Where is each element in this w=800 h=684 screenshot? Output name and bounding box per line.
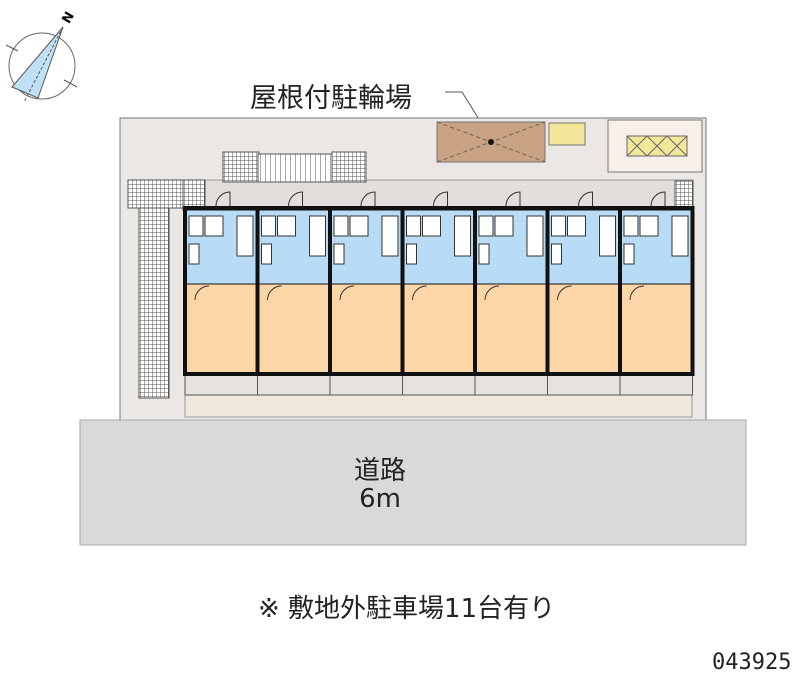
door-swing (339, 285, 355, 301)
toilet (599, 215, 616, 257)
walkway (182, 179, 206, 211)
kitchen (188, 243, 200, 265)
parking-note: ※ 敷地外駐車場11台有り (258, 594, 556, 624)
bathtub (406, 215, 421, 237)
door-swing (194, 285, 210, 301)
toilet (236, 215, 254, 257)
stair-landing (222, 151, 260, 183)
north-label: N (59, 9, 77, 26)
bike-shed-label: 屋根付駐輪場 (250, 83, 412, 114)
bathtub (478, 215, 494, 237)
washroom (567, 215, 586, 237)
road-name: 道路 (353, 456, 406, 486)
unit-room (184, 283, 258, 375)
washroom (277, 215, 296, 237)
building-outline (183, 206, 695, 376)
entrance-door (650, 191, 666, 208)
bathtub (551, 215, 566, 237)
property-code: 043925 (712, 650, 792, 675)
apartment-units (183, 191, 695, 396)
unit-room (257, 283, 331, 375)
kitchen (333, 243, 345, 265)
unit-room (329, 283, 403, 375)
door-swing (629, 285, 645, 301)
entrance-door (433, 191, 448, 208)
walkway (127, 179, 184, 209)
kitchen (551, 243, 562, 265)
balcony (474, 373, 548, 396)
toilet (381, 215, 399, 257)
corridor (182, 179, 694, 211)
north-compass-icon: N (5, 9, 78, 103)
washroom (204, 215, 224, 237)
toilet (454, 215, 471, 257)
balcony (184, 373, 258, 396)
unit-room (402, 283, 476, 375)
balcony (257, 373, 331, 396)
unit-room (474, 283, 548, 375)
staircase (257, 153, 333, 183)
balcony (547, 373, 621, 396)
stair-landing (331, 151, 367, 183)
bathtub (188, 215, 204, 237)
door-swing (557, 285, 572, 301)
toilet (671, 215, 689, 257)
road (79, 419, 747, 546)
entrance-door (505, 191, 521, 208)
bathtub (333, 215, 349, 237)
door-swing (484, 285, 500, 301)
walkway (138, 207, 170, 399)
walkway (674, 180, 694, 210)
door-swing (412, 285, 427, 301)
entrance-door (360, 191, 376, 208)
washroom (422, 215, 441, 237)
kitchen (261, 243, 272, 265)
kitchen (478, 243, 490, 265)
kitchen (406, 243, 417, 265)
balcony (329, 373, 403, 396)
garden-strip (184, 394, 693, 418)
entrance-door (578, 191, 593, 208)
kitchen (623, 243, 635, 265)
bike-rack (548, 122, 586, 146)
door-swing (267, 285, 282, 301)
entrance-door (215, 191, 231, 208)
road-width: 6m (359, 484, 401, 514)
washroom (494, 215, 514, 237)
balcony (402, 373, 476, 396)
washroom (639, 215, 659, 237)
toilet (309, 215, 326, 257)
bathtub (623, 215, 639, 237)
balcony (619, 373, 693, 396)
entrance-door (288, 191, 303, 208)
washroom (349, 215, 369, 237)
toilet (526, 215, 544, 257)
bathtub (261, 215, 276, 237)
unit-room (619, 283, 693, 375)
unit-room (547, 283, 621, 375)
